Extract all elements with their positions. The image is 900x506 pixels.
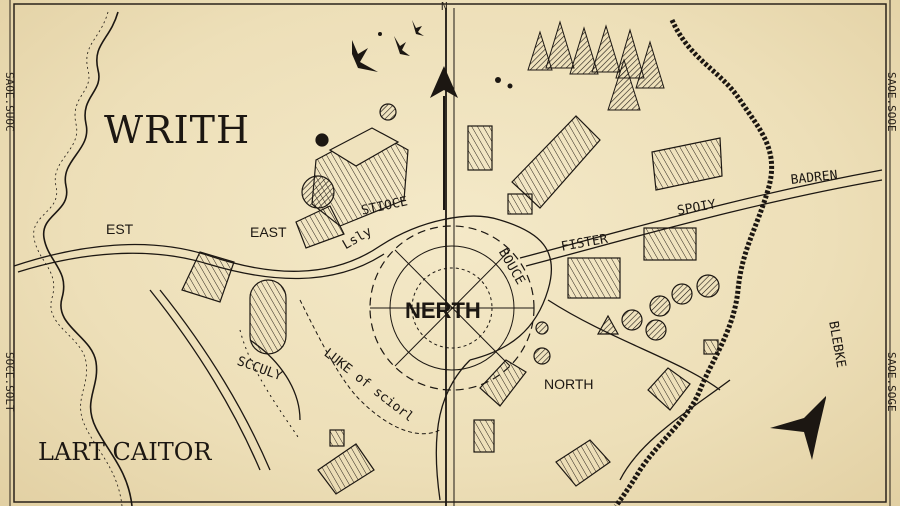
airplane-icon: [770, 396, 826, 460]
tree-icon: [527, 20, 665, 111]
coastline-west: [43, 11, 133, 506]
label-top-mark: N: [441, 0, 448, 13]
compass-rose-icon: [369, 225, 535, 391]
compass-center-label: NERTH: [405, 298, 481, 323]
label-est: EST: [106, 221, 134, 237]
edge-text-left-bottom: SOCE.SOLT: [3, 352, 16, 412]
label-north: NORTH: [544, 376, 594, 392]
building-icon: [181, 103, 723, 495]
north-arrow-icon: [430, 66, 458, 210]
roads: [13, 169, 883, 501]
edge-text-right-top: SAOE.SOOE: [885, 72, 898, 132]
edge-text-right-bottom: SAOE.SOGE: [885, 352, 898, 412]
edge-text-left-top: SAOE.SUOC: [3, 72, 16, 132]
map-border: [13, 3, 887, 503]
region-label-writh: WRITH: [104, 108, 251, 152]
label-east: EAST: [250, 224, 287, 240]
bird-icon: [352, 20, 513, 89]
region-label-lart-caitor: LART CAITOR: [38, 438, 212, 466]
coastline-east: [613, 18, 775, 506]
